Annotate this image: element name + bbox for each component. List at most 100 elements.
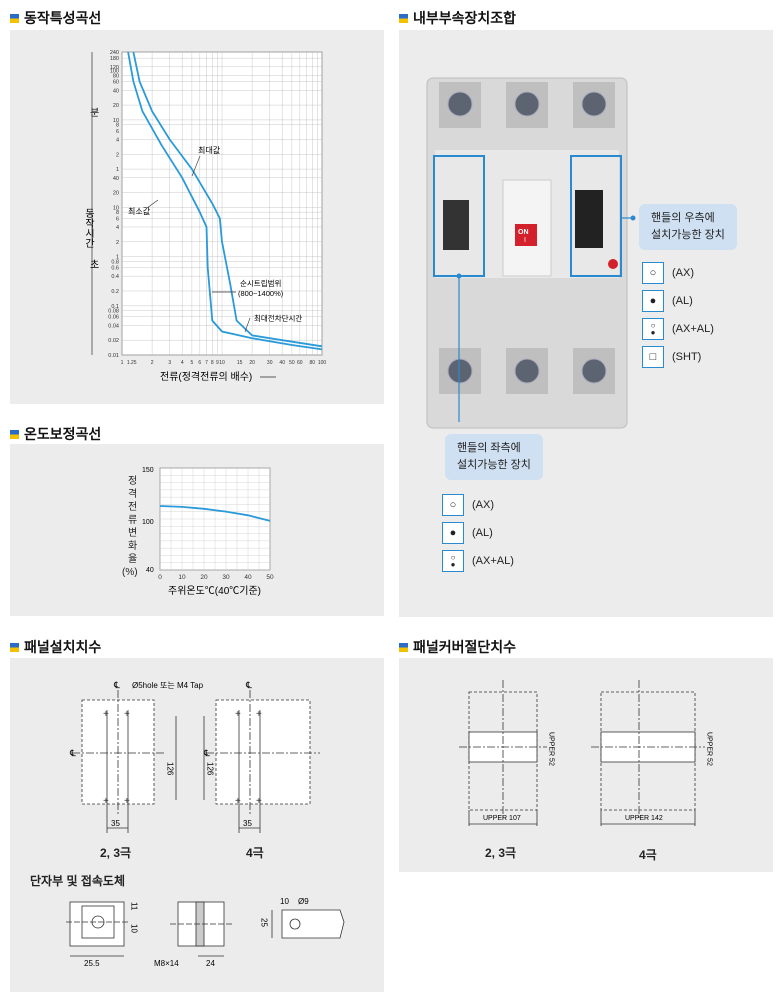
trip-x-axis-label: 전류(정격전류의 배수) xyxy=(160,370,252,383)
temp-ytick-40: 40 xyxy=(146,567,154,574)
svg-text:+: + xyxy=(256,709,262,720)
temp-y-label-char: 율 xyxy=(128,553,137,565)
cover-23p xyxy=(459,680,547,826)
trip-y-tick: 1 xyxy=(116,255,119,261)
temp-series-line xyxy=(159,505,271,522)
dim-10b: 10 xyxy=(280,897,289,906)
legend-right-sht: □(SHT) xyxy=(642,346,701,368)
hole-label: Ø5hole 또는 M4 Tap xyxy=(132,681,204,690)
temp-y-label-char: 정 xyxy=(128,475,137,487)
dim-m8: M8×14 xyxy=(154,959,179,968)
legend-right-axal: ○●(AX+AL) xyxy=(642,318,714,340)
right-pocket-part xyxy=(575,190,603,248)
legend-right-al: ●(AL) xyxy=(642,290,693,312)
cover-caption-4p: 4극 xyxy=(639,848,657,862)
y-axis-title: 동작시간 xyxy=(83,208,95,248)
cover-dim-142: UPPER 142 xyxy=(625,815,663,822)
cover-4p xyxy=(591,680,705,826)
section-title-panel-cover: 패널커버절단치수 xyxy=(399,637,516,657)
annot-max: 최대값 xyxy=(198,145,221,155)
dim-11: 11 xyxy=(130,902,139,911)
trip-y-tick: 4 xyxy=(116,225,119,231)
terminal-side-view xyxy=(170,901,232,957)
trip-x-tick: 80 xyxy=(310,360,316,366)
dim-25-5: 25.5 xyxy=(84,959,100,968)
trip-y-tick: 40 xyxy=(113,88,119,94)
section-marker-icon xyxy=(10,429,19,439)
breaker-illustration: ON I xyxy=(426,77,636,429)
trip-y-tick: 6 xyxy=(116,216,119,222)
cover-dim-52-a: UPPER 52 xyxy=(548,732,555,766)
temp-x-tick: 20 xyxy=(200,574,208,581)
temp-y-label-char: 변 xyxy=(128,527,137,539)
temp-y-label-char: 격 xyxy=(128,487,137,500)
trip-y-tick: 240 xyxy=(110,50,119,56)
terminal-section-title: 단자부 및 접속도체 xyxy=(30,874,125,888)
trip-y-tick: 0.04 xyxy=(108,323,119,329)
trip-y-tick: 80 xyxy=(113,73,119,79)
svg-text:+: + xyxy=(235,709,241,720)
trip-y-tick: 180 xyxy=(110,56,119,62)
dim-10: 10 xyxy=(130,924,139,933)
mounting-4p xyxy=(203,690,320,833)
legend-left-axal: ○●(AX+AL) xyxy=(442,550,514,572)
trip-y-tick: 0.8 xyxy=(111,259,119,265)
left-pocket-part xyxy=(443,200,469,250)
dim-24: 24 xyxy=(206,959,215,968)
trip-x-tick: 9 xyxy=(216,360,219,366)
trip-y-tick: 2 xyxy=(116,240,119,246)
trip-y-tick: 0.2 xyxy=(111,289,119,295)
temp-y-label-char: 전 xyxy=(128,501,137,513)
on-label: ON xyxy=(518,229,529,236)
terminal-conductor-view xyxy=(271,909,345,939)
svg-text:+: + xyxy=(124,796,130,807)
trip-y-tick: 10 xyxy=(113,118,119,124)
dim-126-b: 126 xyxy=(206,762,215,776)
temp-curve xyxy=(159,505,271,522)
cover-drawing: UPPER 52 UPPER 52 UPPER 107 UPPER 142 xyxy=(459,680,713,826)
terminal-drawing: 10 11 25.5 M8×14 24 10 Ø9 25 xyxy=(66,897,345,968)
trip-x-tick: 5 xyxy=(191,360,194,366)
annot-inst-range: (800~1400%) xyxy=(238,289,284,298)
trip-y-tick: 4 xyxy=(116,137,119,143)
dim-126-a: 126 xyxy=(166,762,175,776)
temp-x-axis-label: 주위온도℃(40℃기준) xyxy=(168,584,261,597)
trip-x-tick: 10 xyxy=(219,360,225,366)
trip-y-tick: 8 xyxy=(116,210,119,216)
open-filled-circle-icon: ○● xyxy=(442,550,464,572)
cl-mark-b: ℄ xyxy=(203,748,210,758)
open-filled-circle-icon: ○● xyxy=(642,318,664,340)
temp-ytick-150: 150 xyxy=(142,467,154,474)
trip-x-tick: 50 xyxy=(289,360,295,366)
square-icon: □ xyxy=(642,346,664,368)
trip-y-tick: 100 xyxy=(110,69,119,75)
dim-phi9: Ø9 xyxy=(298,897,309,906)
annot-total-leader xyxy=(244,317,251,333)
section-marker-icon xyxy=(399,13,408,23)
section-marker-icon xyxy=(10,13,19,23)
annot-min-leader xyxy=(146,199,159,209)
trip-x-tick: 1.25 xyxy=(127,360,137,366)
section-title-internal-accessory: 내부부속장치조합 xyxy=(399,8,516,28)
temp-x-tick: 40 xyxy=(244,574,252,581)
on-indicator xyxy=(515,224,537,246)
filled-circle-icon: ● xyxy=(642,290,664,312)
temp-x-tick: 0 xyxy=(158,574,162,581)
top-terminals xyxy=(439,82,615,128)
legend-right-ax: ○(AX) xyxy=(642,262,694,284)
svg-text:+: + xyxy=(103,796,109,807)
breaker-handle xyxy=(502,179,552,277)
legend-left-al: ●(AL) xyxy=(442,522,493,544)
svg-text:+: + xyxy=(256,796,262,807)
trip-x-tick: 7 xyxy=(205,360,208,366)
trip-x-tick: 30 xyxy=(267,360,273,366)
cover-dim-107: UPPER 107 xyxy=(483,815,521,822)
dim-25: 25 xyxy=(260,918,269,927)
trip-x-tick: 3 xyxy=(168,360,171,366)
trip-y-tick: 120 xyxy=(110,65,119,71)
